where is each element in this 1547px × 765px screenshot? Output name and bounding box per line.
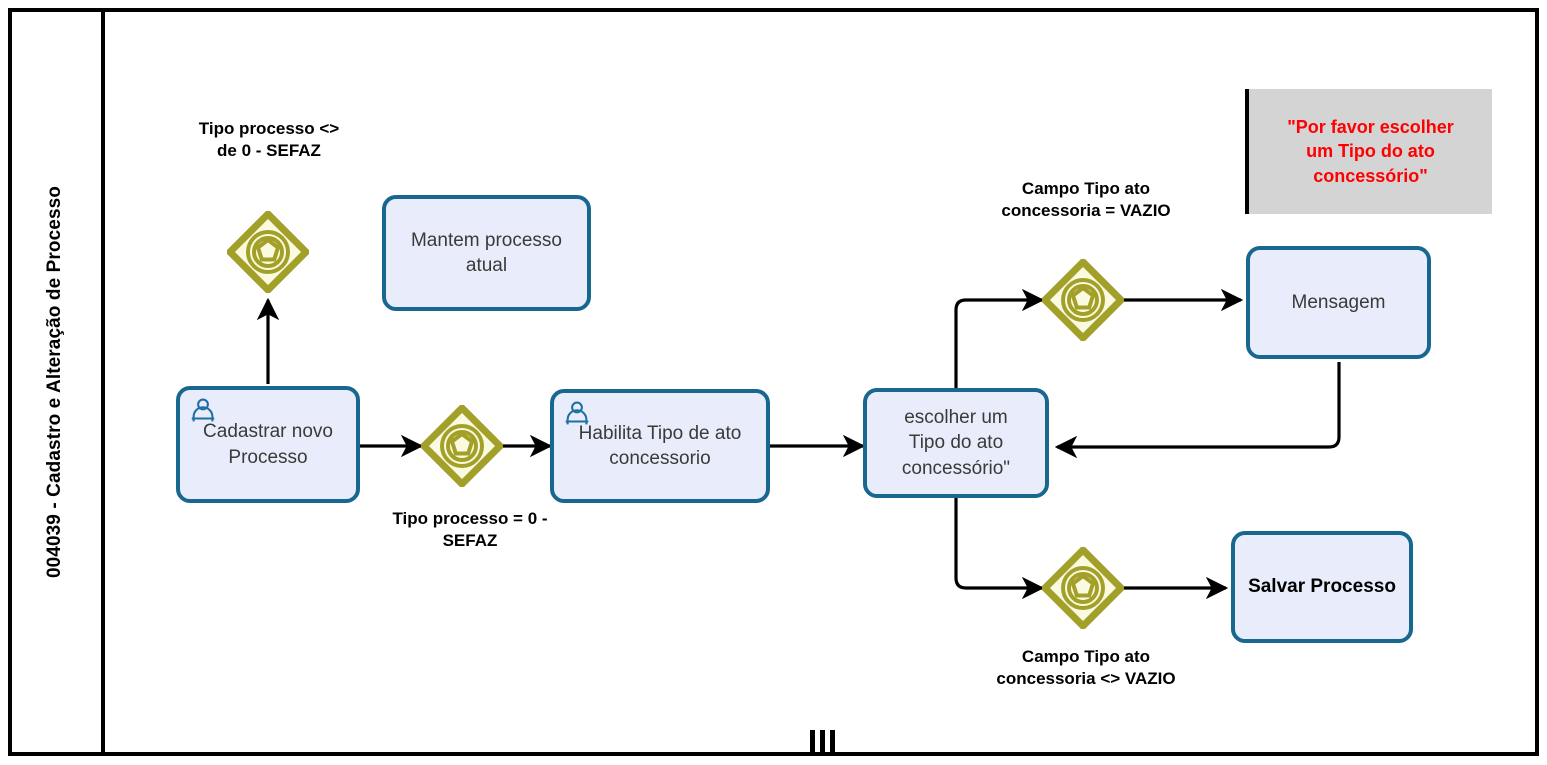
condition-label-tipo-processo-sefaz: Tipo processo = 0 - SEFAZ <box>392 509 548 551</box>
lane-title: 004039 - Cadastro e Alteração de Process… <box>43 185 65 579</box>
task-label: escolher um Tipo do ato concessório" <box>901 407 1011 479</box>
task-salvar-processo[interactable]: Salvar Processo <box>1231 531 1413 643</box>
gateway-tipo-processo[interactable] <box>421 405 503 487</box>
task-label: Habilita Tipo de ato concessorio <box>578 422 742 469</box>
text-annotation-mensagem: "Por favor escolher um Tipo do ato conce… <box>1245 89 1492 214</box>
task-label: Cadastrar novo Processo <box>203 421 333 468</box>
condition-label-tipo-processo-nao-sefaz: Tipo processo <> de 0 - SEFAZ <box>198 119 340 161</box>
gateway-campo-tipo-ato-preenchido[interactable] <box>1042 547 1124 629</box>
condition-label-campo-vazio: Campo Tipo ato concessoria = VAZIO <box>1001 179 1171 221</box>
task-label: Mantem processo atual <box>410 229 562 276</box>
gateway-campo-tipo-ato-vazio[interactable] <box>1042 259 1124 341</box>
complex-gateway-icon <box>1042 547 1124 629</box>
task-mantem-processo-atual[interactable]: Mantem processo atual <box>382 195 591 311</box>
lane-collapse-handle[interactable] <box>810 730 835 752</box>
task-escolher-tipo-ato-concessorio[interactable]: escolher um Tipo do ato concessório" <box>863 388 1049 498</box>
complex-gateway-icon <box>227 211 309 293</box>
task-cadastrar-novo-processo[interactable]: Cadastrar novo Processo <box>176 386 360 503</box>
handle-bar <box>810 730 815 752</box>
gateway-tipo-processo-nao-sefaz[interactable] <box>227 211 309 293</box>
user-task-icon <box>565 401 589 425</box>
handle-bar <box>820 730 825 752</box>
lane-header: 004039 - Cadastro e Alteração de Process… <box>8 8 105 756</box>
user-task-icon <box>191 398 215 422</box>
complex-gateway-icon <box>1042 259 1124 341</box>
handle-bar <box>830 730 835 752</box>
task-label: Mensagem <box>1291 291 1386 313</box>
condition-label-campo-nao-vazio: Campo Tipo ato concessoria <> VAZIO <box>996 647 1176 689</box>
task-mensagem[interactable]: Mensagem <box>1246 246 1431 359</box>
task-label: Salvar Processo <box>1248 576 1396 598</box>
task-habilita-tipo-ato-concessorio[interactable]: Habilita Tipo de ato concessorio <box>550 389 770 503</box>
complex-gateway-icon <box>421 405 503 487</box>
